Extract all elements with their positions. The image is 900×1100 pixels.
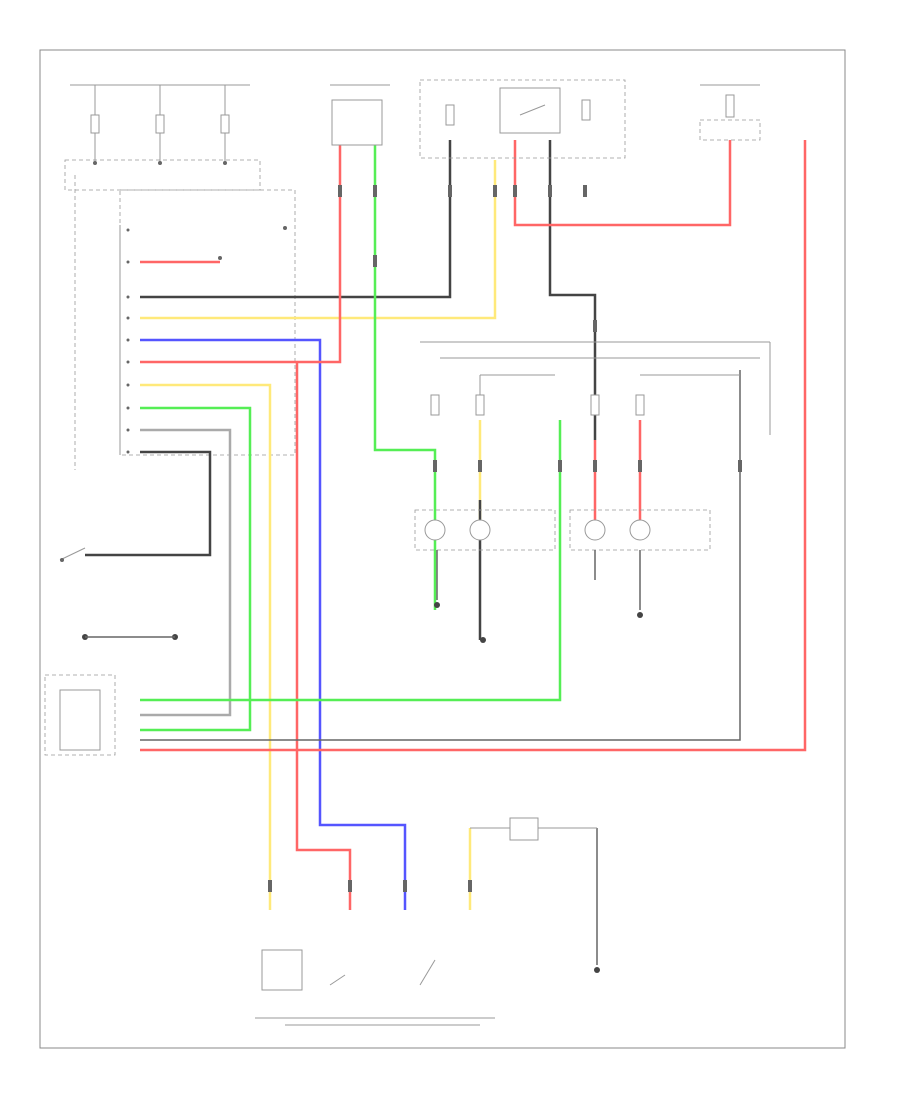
fuse-1-icon bbox=[90, 114, 100, 134]
fuse-top-center-2-icon bbox=[581, 99, 591, 121]
wire-blue-1 bbox=[140, 338, 407, 910]
fuse-top-center-icon bbox=[445, 104, 455, 126]
left-lamp-assembly bbox=[569, 342, 771, 551]
lamp-4-icon bbox=[629, 519, 651, 541]
fuse-top-right-icon bbox=[725, 94, 735, 118]
wire-red-4 bbox=[140, 140, 807, 752]
top-center-relay-block bbox=[330, 79, 626, 159]
wires bbox=[85, 140, 807, 910]
relay-lower-icon bbox=[509, 817, 539, 841]
fuse-2-icon bbox=[155, 114, 165, 134]
ground-wires bbox=[85, 550, 641, 965]
wire-black-3 bbox=[548, 140, 597, 440]
wire-black-4 bbox=[140, 370, 741, 741]
connector-ticks bbox=[268, 185, 742, 892]
lamp-1-icon bbox=[424, 519, 446, 541]
wire-green-2 bbox=[373, 140, 437, 610]
wire-gray-1 bbox=[140, 428, 232, 717]
wire-black-2 bbox=[85, 450, 212, 557]
wire-green-3 bbox=[140, 420, 562, 702]
body-control-module bbox=[119, 189, 296, 456]
diagram-frame bbox=[39, 49, 846, 1049]
top-right-fuse bbox=[699, 84, 761, 141]
ground-icon bbox=[480, 637, 486, 643]
right-lamp-assembly bbox=[414, 341, 770, 551]
lamp-2-icon bbox=[469, 519, 491, 541]
ground-icon bbox=[637, 612, 643, 618]
fuse-block-top-left bbox=[64, 84, 261, 470]
module-pins bbox=[126, 228, 130, 454]
lower-relay bbox=[470, 817, 597, 841]
wire-red-1 bbox=[140, 140, 342, 364]
module-lower-left-icon bbox=[59, 689, 101, 751]
wire-red-3 bbox=[513, 140, 732, 227]
wire-red-2 bbox=[295, 362, 352, 910]
bottom-switch-assembly bbox=[255, 949, 495, 1026]
wire-green-1 bbox=[140, 406, 252, 732]
switch-top-icon bbox=[331, 99, 383, 146]
fuse-lamp-2-icon bbox=[475, 394, 485, 416]
ground-icon bbox=[594, 967, 600, 973]
wire-yellow-2 bbox=[140, 383, 272, 910]
fuse-lamp-4-icon bbox=[635, 394, 645, 416]
wire-yellow-1 bbox=[140, 160, 497, 320]
switch-left bbox=[59, 547, 86, 562]
fuse-lamp-1-icon bbox=[430, 394, 440, 416]
lamp-3-icon bbox=[584, 519, 606, 541]
fuse-3-icon bbox=[220, 114, 230, 134]
fuse-lamp-3-icon bbox=[590, 394, 600, 416]
switch-bottom-1-icon bbox=[261, 949, 303, 991]
ground-icon bbox=[434, 602, 440, 608]
lower-left-module bbox=[44, 674, 116, 756]
